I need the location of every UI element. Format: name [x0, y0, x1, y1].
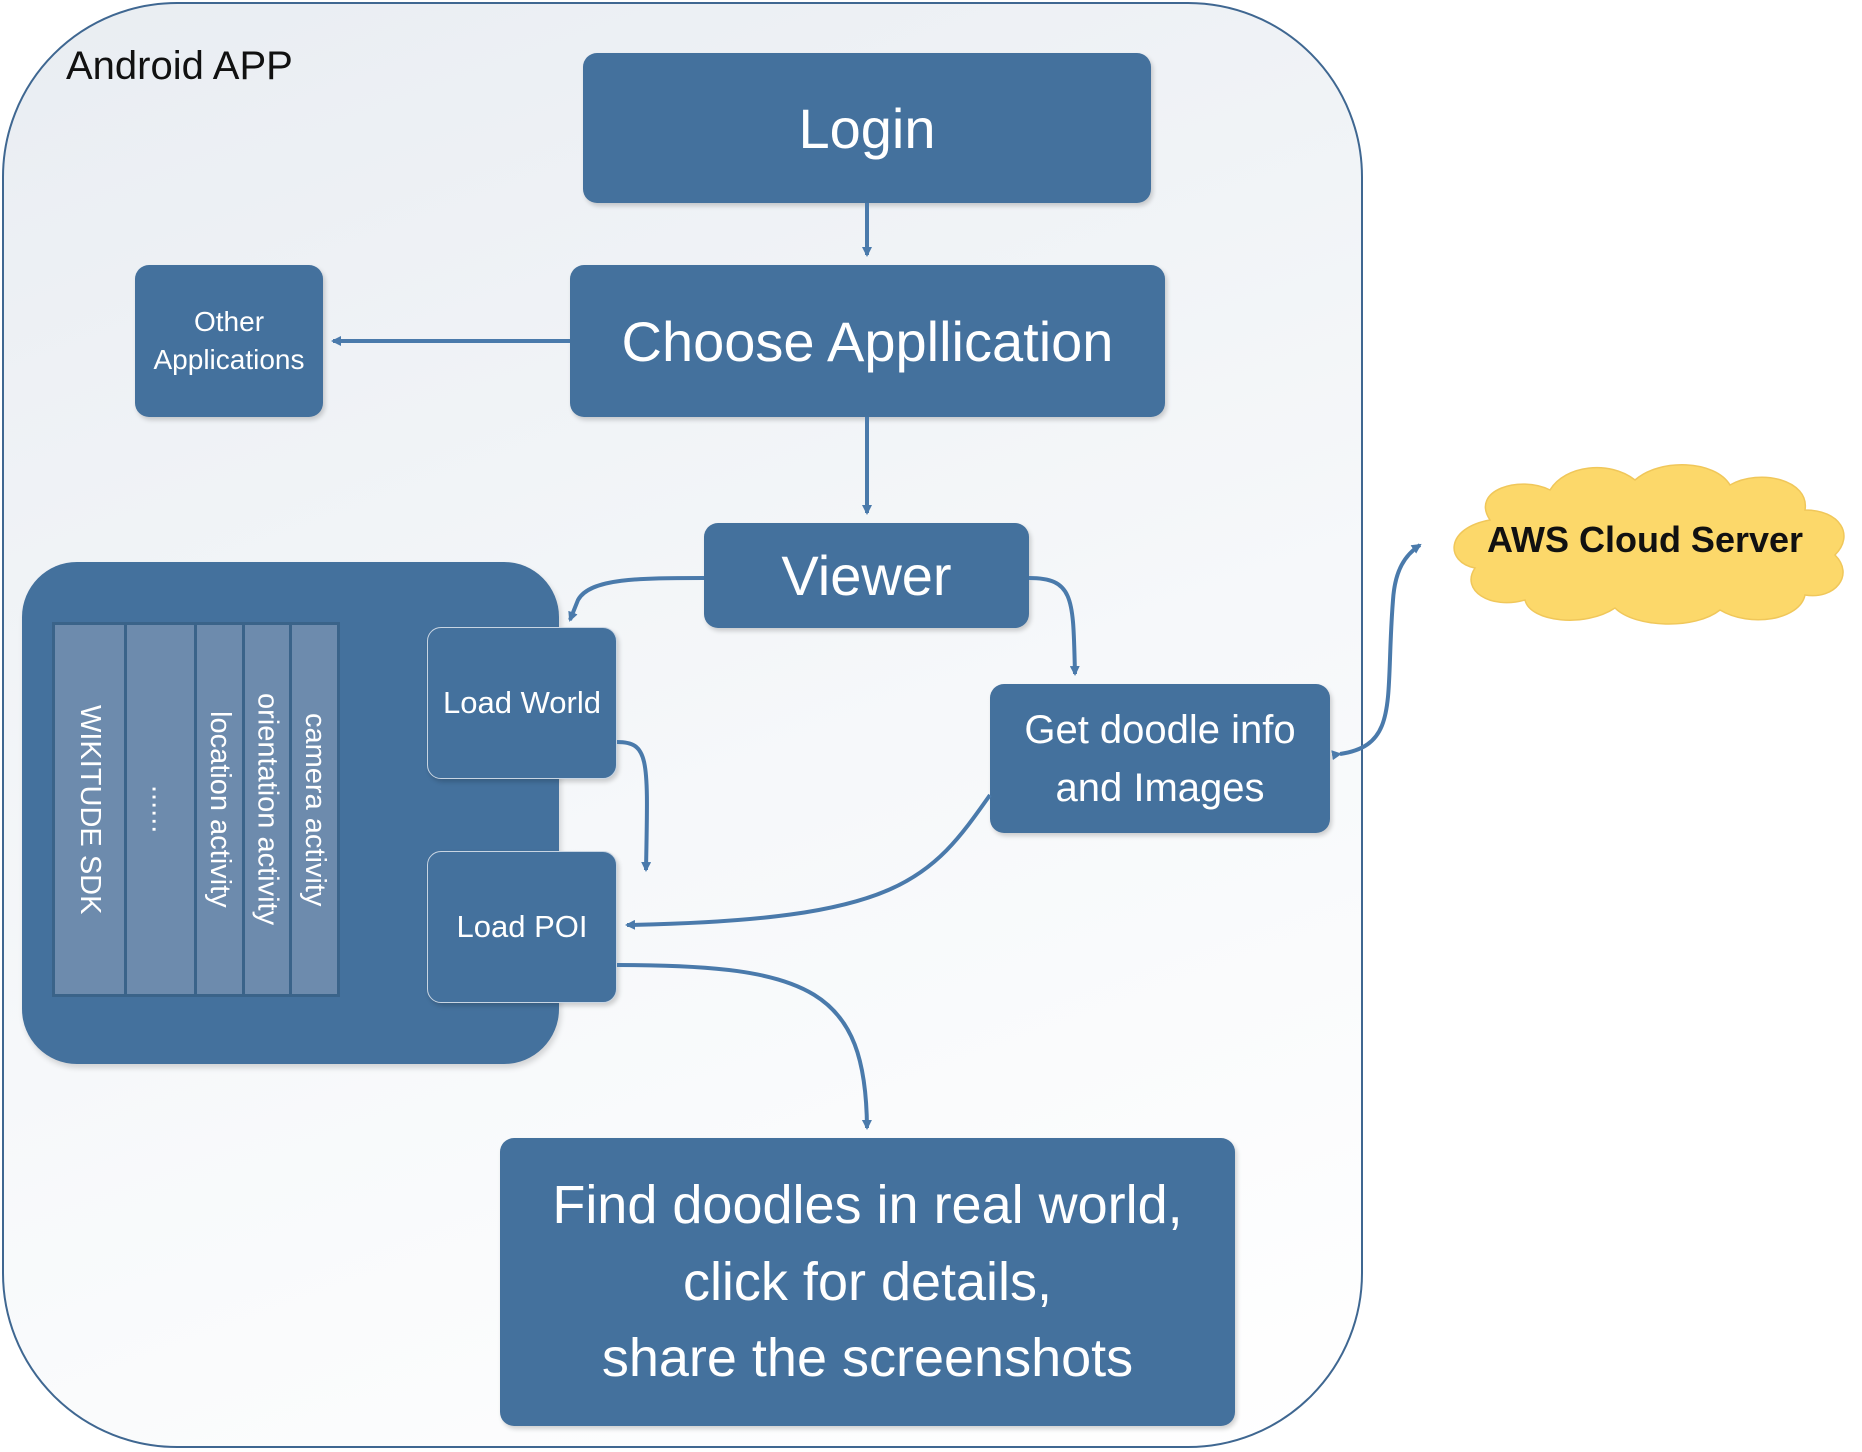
sdk-column-location: location activity — [197, 625, 242, 994]
sdk-column-orientation: orientation activity — [244, 625, 290, 994]
arrow-getdoodle-to-loadpoi — [625, 793, 992, 930]
android-app-label: Android APP — [66, 44, 293, 88]
arrow-viewer-to-getdoodle — [1028, 576, 1080, 676]
aws-cloud-server[interactable]: AWS Cloud Server — [1486, 519, 1804, 560]
find-doodles-box[interactable]: Find doodles in real world, click for de… — [500, 1138, 1235, 1426]
find-doodles-line-1: Find doodles in real world, — [552, 1174, 1183, 1235]
find-doodles-line-2: click for details, — [682, 1251, 1053, 1312]
sdk-columns: WIKITUDE SDK ...... location activity or… — [52, 622, 340, 997]
arrow-getdoodle-cloud-bidirectional — [1331, 543, 1422, 761]
arrow-loadpoi-to-find — [616, 963, 872, 1130]
load-world-box[interactable]: Load World — [427, 627, 617, 779]
sdk-column-wikitude: WIKITUDE SDK — [55, 625, 125, 994]
other-applications-line-1: Other — [193, 306, 265, 338]
sdk-column-label: orientation activity — [251, 693, 284, 926]
arrow-loadworld-to-loadpoi — [616, 740, 652, 872]
choose-application-box[interactable]: Choose Appllication — [570, 265, 1165, 417]
sdk-column-label: WIKITUDE SDK — [74, 704, 107, 915]
sdk-column-label: location activity — [204, 711, 237, 908]
sdk-column-label: camera activity — [299, 712, 332, 907]
get-doodle-info-box[interactable]: Get doodle info and Images — [990, 684, 1330, 833]
sdk-column-ellipsis: ...... — [127, 625, 195, 994]
login-box[interactable]: Login — [583, 53, 1151, 203]
get-doodle-line-1: Get doodle info — [1024, 707, 1296, 752]
find-doodles-line-3: share the screenshots — [601, 1328, 1134, 1389]
get-doodle-line-2: and Images — [1055, 765, 1265, 810]
other-applications-line-2: Applications — [153, 344, 305, 375]
sdk-column-camera: camera activity — [292, 625, 337, 994]
load-poi-box[interactable]: Load POI — [427, 851, 617, 1003]
other-applications-box[interactable]: Other Applications — [135, 265, 323, 417]
arrow-viewer-to-loadworld — [568, 576, 705, 622]
cloud-shape — [1453, 464, 1845, 625]
viewer-box[interactable]: Viewer — [704, 523, 1029, 628]
sdk-column-label: ...... — [145, 785, 178, 834]
